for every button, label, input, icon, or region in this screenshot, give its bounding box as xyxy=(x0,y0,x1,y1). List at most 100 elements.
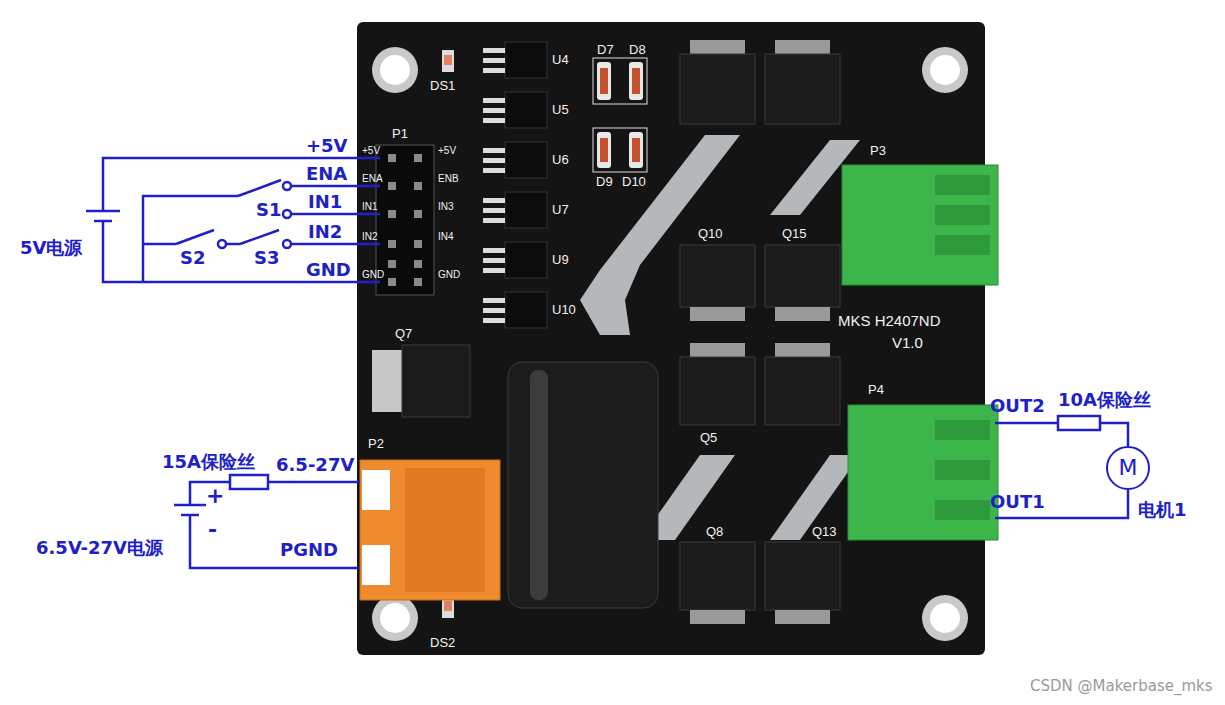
header-pin xyxy=(388,210,396,218)
pin-label: IN2 xyxy=(362,231,378,242)
chip-pin xyxy=(483,318,505,323)
silkscreen-label: DS2 xyxy=(430,635,455,650)
mount-hole xyxy=(372,47,418,93)
mosfet-tab xyxy=(775,610,830,624)
wire xyxy=(1100,423,1128,446)
chip-pin xyxy=(483,268,505,273)
watermark: CSDN @Makerbase_mks xyxy=(1030,676,1213,696)
wire-label: 5V电源 xyxy=(20,238,82,258)
header-pin xyxy=(414,210,422,218)
silkscreen-label: Q15 xyxy=(782,226,807,241)
pin-header xyxy=(376,145,434,295)
pin-label: +5V xyxy=(362,145,380,156)
silkscreen-label: U4 xyxy=(552,52,569,67)
header-pin xyxy=(414,278,422,286)
mount-hole xyxy=(372,595,418,641)
led xyxy=(444,55,452,65)
pin-label: ENA xyxy=(362,173,383,184)
mosfet xyxy=(680,245,755,307)
wire xyxy=(291,213,380,216)
chip-pin xyxy=(483,158,505,163)
silkscreen-label: P1 xyxy=(392,126,408,141)
wire xyxy=(291,185,380,188)
switch-contact xyxy=(283,182,291,190)
silkscreen-label: Q7 xyxy=(395,326,412,341)
terminal-ridge xyxy=(935,420,990,440)
terminal-ridge xyxy=(935,205,990,225)
mosfet xyxy=(765,357,840,425)
fuse xyxy=(1058,416,1100,430)
chip-pin xyxy=(483,98,505,103)
terminal-ridge xyxy=(935,235,990,255)
led xyxy=(444,601,452,611)
silk-outline xyxy=(593,128,647,172)
diode xyxy=(629,132,643,168)
polarity-mark: + xyxy=(206,486,224,506)
chip xyxy=(505,42,547,78)
battery-plate xyxy=(174,504,206,507)
pin-label: +5V xyxy=(438,145,456,156)
silkscreen-label: Q10 xyxy=(698,226,723,241)
battery-plate xyxy=(94,220,112,223)
switch-lever xyxy=(176,230,214,244)
diode xyxy=(600,68,608,94)
capacitor-highlight xyxy=(530,370,548,600)
capacitor xyxy=(508,362,658,608)
mount-hole xyxy=(930,55,960,85)
terminal-ridge xyxy=(935,175,990,195)
silk-outline xyxy=(593,58,647,104)
pin-label: GND xyxy=(362,269,384,280)
mosfet xyxy=(765,542,840,610)
chip-pin xyxy=(483,108,505,113)
silkscreen-label: U5 xyxy=(552,102,569,117)
chip-pin xyxy=(483,58,505,63)
chip xyxy=(505,292,547,328)
pin-label: ENB xyxy=(438,173,459,184)
terminal-body xyxy=(405,468,485,592)
silkscreen-label: Q8 xyxy=(706,524,723,539)
silkscreen-label: U10 xyxy=(552,302,576,317)
wire-label: OUT1 xyxy=(990,492,1045,512)
wire-label: S1 xyxy=(256,200,282,220)
silkscreen-label: P3 xyxy=(870,143,886,158)
polarity-mark: - xyxy=(208,520,217,540)
header-pin xyxy=(388,260,396,268)
silkscreen-label: D10 xyxy=(622,174,646,189)
wire xyxy=(226,243,240,246)
mosfet-tab xyxy=(775,307,830,321)
chip xyxy=(505,192,547,228)
wire xyxy=(995,422,1058,425)
chip-pin xyxy=(483,68,505,73)
diode xyxy=(632,68,640,94)
diode xyxy=(632,138,640,162)
wire xyxy=(268,481,360,484)
pin-label: IN4 xyxy=(438,231,454,242)
header-pin xyxy=(388,182,396,190)
chip-pin xyxy=(483,248,505,253)
pin-label: IN3 xyxy=(438,201,454,212)
fuse xyxy=(230,475,268,489)
wire-label: 6.5V-27V电源 xyxy=(36,538,163,558)
header-pin xyxy=(414,260,422,268)
header-pin xyxy=(388,240,396,248)
wire-label: OUT2 xyxy=(990,396,1045,416)
chip-pin xyxy=(483,208,505,213)
mosfet-tab xyxy=(690,40,745,54)
wire-label: ENA xyxy=(306,164,347,184)
wire-label: S3 xyxy=(254,248,280,268)
wire xyxy=(143,243,176,246)
terminal-block xyxy=(842,165,998,285)
switch-contact xyxy=(283,210,291,218)
chip-pin xyxy=(483,48,505,53)
silkscreen-label: U9 xyxy=(552,252,569,267)
wire-label: GND xyxy=(306,260,351,280)
header-pin xyxy=(414,240,422,248)
wire xyxy=(291,243,380,246)
header-pin xyxy=(414,154,422,162)
wire-label: S2 xyxy=(180,248,206,268)
mosfet-tab xyxy=(690,343,745,357)
header-pin xyxy=(388,278,396,286)
led xyxy=(442,50,454,72)
wire-label: 15A保险丝 xyxy=(162,452,255,472)
